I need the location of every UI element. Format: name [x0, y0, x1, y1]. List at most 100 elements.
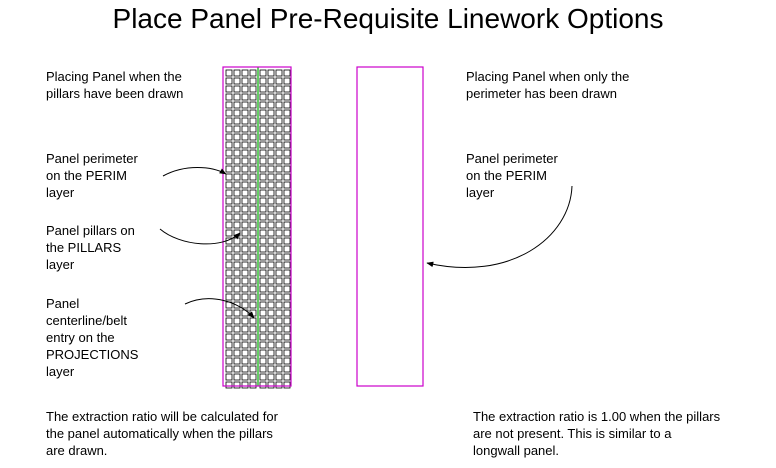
- pillar: [233, 141, 241, 149]
- pillar: [241, 245, 249, 253]
- label-perimeter-right: Panel perimeter on the PERIM layer: [466, 151, 558, 200]
- pillar: [259, 173, 267, 181]
- pillar: [225, 325, 233, 333]
- pillar: [233, 77, 241, 85]
- pillar: [241, 317, 249, 325]
- pillar: [267, 141, 275, 149]
- pillar: [241, 101, 249, 109]
- pillar: [267, 317, 275, 325]
- pillar: [249, 133, 257, 141]
- pillar: [283, 237, 291, 245]
- pillar: [233, 157, 241, 165]
- pillar: [225, 141, 233, 149]
- pillar: [249, 285, 257, 293]
- pillar: [249, 293, 257, 301]
- pillar: [241, 301, 249, 309]
- pillar: [233, 245, 241, 253]
- pillar: [249, 325, 257, 333]
- pillar: [267, 357, 275, 365]
- pillar: [249, 69, 257, 77]
- pillar: [225, 245, 233, 253]
- pillar: [267, 349, 275, 357]
- pillar: [275, 85, 283, 93]
- pillar: [225, 269, 233, 277]
- pillar: [275, 253, 283, 261]
- pillar: [249, 301, 257, 309]
- pillar: [283, 157, 291, 165]
- pillar: [267, 101, 275, 109]
- pillar: [249, 373, 257, 381]
- pillar: [241, 93, 249, 101]
- pillar: [225, 317, 233, 325]
- pillar: [225, 357, 233, 365]
- pillar: [283, 261, 291, 269]
- pillar: [283, 381, 291, 389]
- pillar: [267, 245, 275, 253]
- pillar: [249, 349, 257, 357]
- pillar: [259, 349, 267, 357]
- pillar: [249, 181, 257, 189]
- pillar: [267, 309, 275, 317]
- pillar: [249, 85, 257, 93]
- pillar: [283, 189, 291, 197]
- pillar: [241, 341, 249, 349]
- pillar: [283, 125, 291, 133]
- pillar: [275, 117, 283, 125]
- pillar: [259, 141, 267, 149]
- pillar: [275, 301, 283, 309]
- pillar: [249, 205, 257, 213]
- pillar: [267, 165, 275, 173]
- left-panel-perimeter: [222, 66, 292, 387]
- pillar: [241, 277, 249, 285]
- pillar: [275, 181, 283, 189]
- pillar: [225, 197, 233, 205]
- pillar: [233, 85, 241, 93]
- pillar: [241, 213, 249, 221]
- perimeter-left-arrow: [162, 167, 227, 177]
- pillar: [283, 77, 291, 85]
- pillar: [283, 205, 291, 213]
- pillar: [275, 349, 283, 357]
- pillar: [241, 229, 249, 237]
- pillar: [249, 333, 257, 341]
- pillar: [267, 85, 275, 93]
- pillar: [267, 181, 275, 189]
- pillar: [267, 221, 275, 229]
- pillar: [259, 149, 267, 157]
- pillar: [259, 245, 267, 253]
- pillar: [283, 69, 291, 77]
- pillar: [275, 317, 283, 325]
- pillar: [241, 269, 249, 277]
- pillar: [225, 333, 233, 341]
- pillar: [283, 133, 291, 141]
- pillar: [283, 173, 291, 181]
- pillar: [241, 221, 249, 229]
- pillar: [249, 365, 257, 373]
- pillar-grid: [225, 69, 291, 389]
- pillar: [241, 293, 249, 301]
- pillar: [225, 125, 233, 133]
- pillar: [233, 69, 241, 77]
- pillar: [283, 309, 291, 317]
- pillar: [259, 93, 267, 101]
- pillar: [233, 213, 241, 221]
- pillar: [267, 117, 275, 125]
- pillar: [267, 381, 275, 389]
- pillar: [275, 277, 283, 285]
- pillar: [259, 285, 267, 293]
- pillar: [275, 325, 283, 333]
- pillar: [225, 341, 233, 349]
- pillar: [241, 373, 249, 381]
- pillar: [225, 277, 233, 285]
- pillar: [225, 253, 233, 261]
- pillar: [233, 333, 241, 341]
- pillar: [283, 149, 291, 157]
- pillar: [249, 269, 257, 277]
- pillar: [259, 181, 267, 189]
- pillar: [259, 213, 267, 221]
- pillar: [275, 341, 283, 349]
- pillar: [225, 69, 233, 77]
- right-panel-perimeter: [356, 66, 424, 387]
- pillar: [275, 125, 283, 133]
- pillar: [275, 109, 283, 117]
